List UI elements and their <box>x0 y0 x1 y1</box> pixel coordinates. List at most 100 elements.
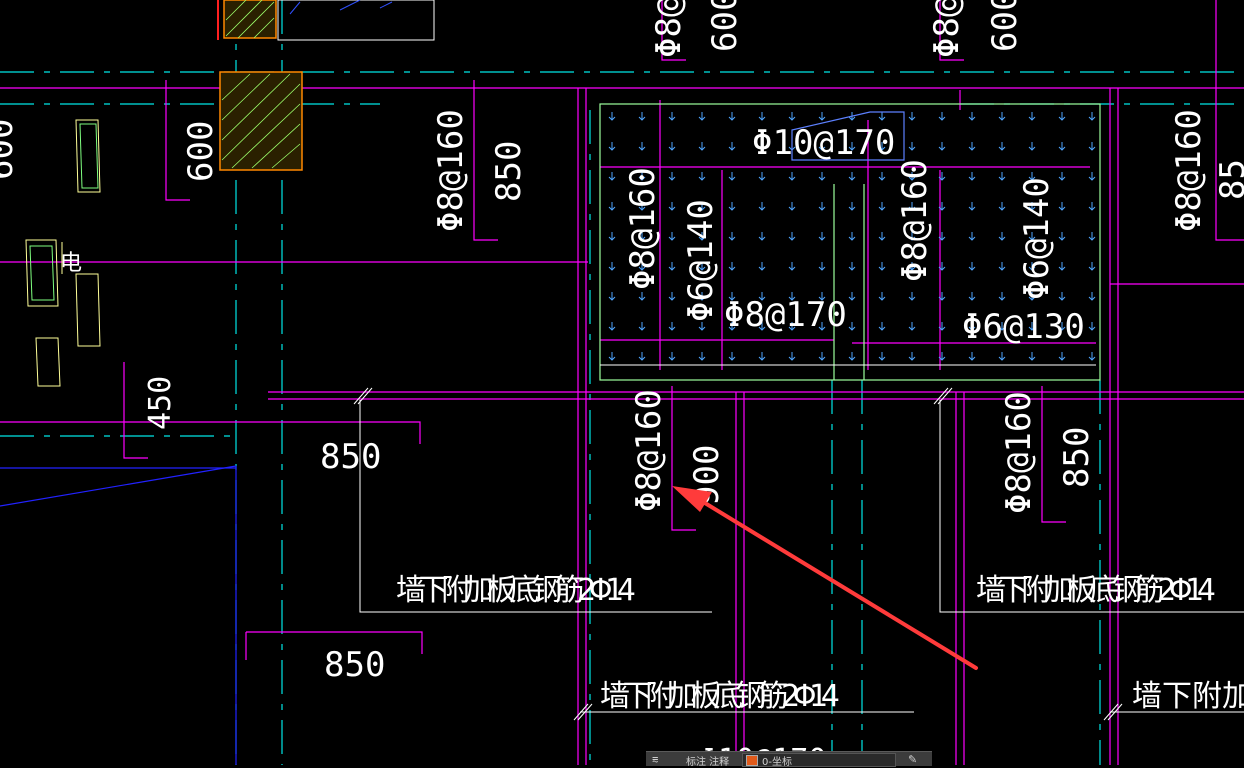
load-arrow <box>1058 262 1066 271</box>
label-dim-850-e: 85 <box>1213 159 1244 200</box>
load-arrow <box>638 262 646 271</box>
load-arrow <box>728 292 736 301</box>
label-phi6-140-a: Φ6@140 <box>681 199 721 322</box>
pencil-icon[interactable]: ✎ <box>908 753 918 766</box>
label-phi8-170: Φ8@170 <box>724 295 847 335</box>
label-wall-rebar-d: 墙下附加板 <box>1132 679 1244 714</box>
load-arrow <box>728 232 736 241</box>
load-arrow <box>968 142 976 151</box>
load-arrow <box>728 202 736 211</box>
label-phi8-top-a: Φ8@ <box>649 0 689 58</box>
load-arrow <box>638 232 646 241</box>
load-arrow <box>818 142 826 151</box>
load-arrow <box>818 172 826 181</box>
load-arrow <box>818 352 826 361</box>
load-arrow <box>788 322 796 331</box>
load-arrow <box>938 322 946 331</box>
load-arrow <box>728 352 736 361</box>
load-arrow <box>758 352 766 361</box>
load-arrow <box>1058 292 1066 301</box>
load-arrow <box>758 292 766 301</box>
load-arrow <box>638 172 646 181</box>
label-dim-600-b: 600 <box>0 119 21 180</box>
load-arrow <box>1088 142 1096 151</box>
leader-lines <box>353 364 1244 721</box>
load-arrow <box>1088 262 1096 271</box>
load-arrow <box>638 352 646 361</box>
load-arrow <box>758 202 766 211</box>
load-arrow <box>758 322 766 331</box>
label-dim-850-c: 850 <box>320 437 381 477</box>
load-arrow <box>1028 202 1036 211</box>
label-wall-rebar-c: 墙下附加板底钢筋2Φ14 <box>600 679 840 714</box>
load-arrow <box>788 172 796 181</box>
load-arrow <box>788 232 796 241</box>
load-arrow <box>998 142 1006 151</box>
load-arrow <box>1058 172 1066 181</box>
load-arrow <box>908 172 916 181</box>
load-arrow <box>878 262 886 271</box>
load-arrow <box>848 172 856 181</box>
load-arrow <box>608 232 616 241</box>
load-arrow <box>908 352 916 361</box>
load-arrow <box>1028 172 1036 181</box>
load-arrow <box>1088 112 1096 121</box>
load-arrow <box>698 142 706 151</box>
load-arrow <box>608 172 616 181</box>
load-arrow <box>938 292 946 301</box>
load-arrow <box>1028 232 1036 241</box>
load-arrow <box>968 112 976 121</box>
load-arrow <box>968 322 976 331</box>
load-arrow <box>608 142 616 151</box>
load-arrow <box>788 262 796 271</box>
load-arrow <box>968 202 976 211</box>
load-arrow <box>998 202 1006 211</box>
load-arrow <box>878 292 886 301</box>
load-arrow <box>968 172 976 181</box>
load-arrow <box>668 292 676 301</box>
load-arrow <box>938 142 946 151</box>
load-arrow <box>848 352 856 361</box>
blue-boundary <box>0 111 905 765</box>
load-arrow <box>998 322 1006 331</box>
load-arrow <box>968 352 976 361</box>
load-arrow <box>908 232 916 241</box>
load-arrow <box>638 322 646 331</box>
load-arrow <box>1088 232 1096 241</box>
load-arrow <box>608 202 616 211</box>
load-arrow <box>878 142 886 151</box>
load-arrow <box>1088 352 1096 361</box>
load-arrow <box>818 232 826 241</box>
load-arrow <box>668 172 676 181</box>
load-arrow <box>848 142 856 151</box>
load-arrow <box>938 262 946 271</box>
load-arrow <box>998 352 1006 361</box>
load-arrow <box>908 322 916 331</box>
load-arrow <box>698 322 706 331</box>
load-arrow <box>608 112 616 121</box>
load-arrow <box>908 112 916 121</box>
load-arrow <box>698 232 706 241</box>
load-arrow <box>638 292 646 301</box>
layers-icon[interactable]: ⩳ <box>652 753 659 766</box>
load-arrow <box>908 202 916 211</box>
status-field-label: 0-坐标 <box>762 757 792 768</box>
load-arrow <box>1088 202 1096 211</box>
label-dim-600-d: 600 <box>985 0 1025 52</box>
equipment-outlines <box>25 119 101 387</box>
label-wall-rebar-a: 墙下附加板底钢筋2Φ14 <box>396 573 636 608</box>
load-arrow <box>938 232 946 241</box>
load-arrow <box>878 202 886 211</box>
load-arrow <box>908 262 916 271</box>
load-arrow <box>1058 202 1066 211</box>
load-arrow <box>638 112 646 121</box>
label-phi8-160-e: Φ8@160 <box>629 389 669 512</box>
load-arrow <box>848 262 856 271</box>
load-arrow <box>818 322 826 331</box>
load-arrow <box>848 202 856 211</box>
load-arrow <box>698 172 706 181</box>
label-phi6-130: Φ6@130 <box>962 307 1085 347</box>
